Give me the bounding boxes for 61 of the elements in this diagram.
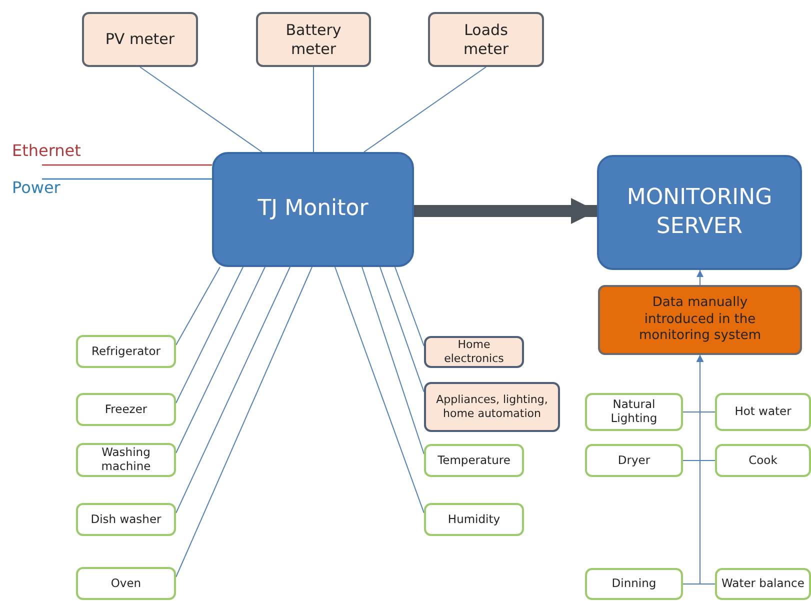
box-text: TJ Monitor	[256, 195, 370, 224]
device-box	[424, 336, 524, 368]
connector-line	[42, 178, 212, 180]
box-text: Humidity	[446, 512, 502, 526]
data-box	[598, 285, 802, 355]
box-text: Cook	[748, 454, 778, 468]
manual-data-box	[585, 444, 683, 477]
cable-label: Ethernet	[12, 141, 81, 160]
sensor-box	[424, 444, 524, 477]
box-text: Natural Lighting	[610, 398, 658, 426]
manual-data-box	[585, 568, 683, 600]
arrow	[696, 270, 704, 286]
connector-line	[334, 266, 424, 514]
box-text: Appliances, lighting, home automation	[435, 393, 549, 421]
connector-line	[380, 266, 424, 392]
connector-line	[42, 164, 212, 166]
arrow	[696, 354, 716, 584]
connector-line	[394, 266, 424, 346]
connector-line	[176, 266, 312, 578]
appliance-box	[76, 393, 176, 426]
connector-line	[362, 266, 424, 454]
box-text: Dish washer	[90, 512, 162, 526]
connector-line	[176, 266, 244, 404]
device-box	[424, 382, 560, 432]
server-box	[597, 155, 802, 270]
connector-line	[176, 266, 266, 454]
connector-line	[364, 66, 486, 152]
box-text: Dinning	[610, 577, 658, 591]
manual-data-box	[715, 568, 811, 600]
box-text: MONITORING SERVER	[626, 184, 774, 240]
box-text: Dryer	[616, 454, 652, 468]
appliance-box	[76, 567, 176, 600]
connector-line	[140, 66, 262, 152]
appliance-box	[76, 503, 176, 536]
box-text: Temperature	[436, 454, 512, 468]
connector-line	[176, 266, 220, 346]
box-text: Freezer	[104, 402, 148, 416]
manual-data-box	[715, 444, 811, 477]
manual-data-box	[715, 393, 811, 431]
sensor-box	[424, 503, 524, 536]
box-text: Loads meter	[462, 20, 510, 58]
box-text: Hot water	[734, 405, 792, 419]
meter-box	[256, 12, 371, 67]
meter-box	[428, 12, 544, 67]
cable-label: Power	[12, 178, 60, 197]
monitor-box	[212, 152, 414, 267]
appliance-box	[76, 443, 176, 477]
connector-line	[313, 66, 314, 152]
connector-line	[176, 266, 290, 514]
box-text: PV meter	[104, 30, 176, 49]
box-text: Data manually introduced in the monitoring system	[638, 294, 762, 346]
thick-arrow	[414, 198, 597, 224]
manual-data-box	[585, 393, 683, 431]
box-text: Refrigerator	[90, 344, 162, 358]
box-text: Washing machine	[100, 446, 152, 474]
box-text: Home electronics	[443, 338, 505, 366]
box-text: Water balance	[720, 577, 806, 591]
meter-box	[82, 12, 198, 67]
appliance-box	[76, 335, 176, 368]
box-text: Battery meter	[284, 20, 342, 58]
box-text: Oven	[110, 576, 142, 590]
